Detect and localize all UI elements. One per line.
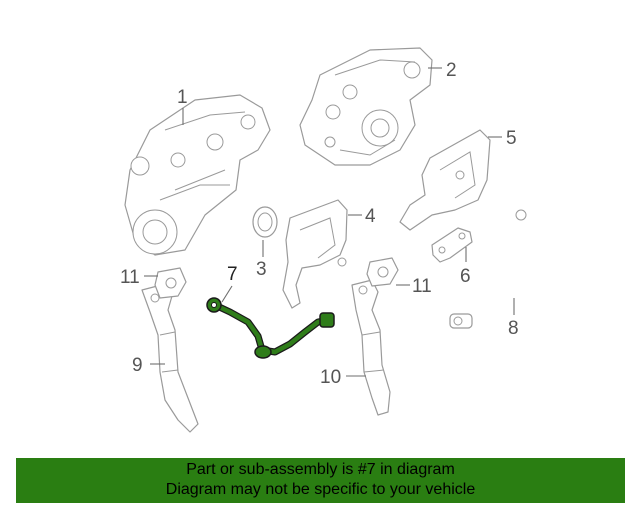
part-5-heat-shield bbox=[399, 129, 491, 231]
part-1-turbocharger bbox=[124, 94, 271, 256]
notice-line-1: Part or sub-assembly is #7 in diagram bbox=[186, 461, 455, 478]
part-10-return-pipe bbox=[351, 279, 391, 416]
part-8-oil-line bbox=[449, 209, 538, 329]
part-11-gasket-right bbox=[366, 257, 399, 287]
callout-1: 1 bbox=[177, 87, 188, 108]
leader-lines bbox=[144, 67, 515, 377]
callout-5: 5 bbox=[506, 128, 517, 149]
part-9-return-pipe bbox=[141, 283, 199, 433]
callout-6: 6 bbox=[460, 266, 471, 287]
notice-line-2: Diagram may not be specific to your vehi… bbox=[165, 481, 476, 498]
part-11-gasket-left bbox=[154, 267, 187, 299]
callout-10: 10 bbox=[320, 367, 341, 388]
callout-8: 8 bbox=[508, 318, 519, 339]
callout-7: 7 bbox=[227, 264, 238, 285]
part-7-oil-line-highlighted bbox=[206, 297, 335, 359]
callout-2: 2 bbox=[446, 60, 457, 81]
callout-11-left: 11 bbox=[120, 267, 140, 288]
parts-diagram: 1 2 3 4 5 6 7 8 9 10 11 11 bbox=[120, 47, 538, 433]
part-3-gasket bbox=[252, 206, 278, 238]
part-4-heat-shield bbox=[282, 199, 348, 309]
part-2-turbocharger bbox=[299, 47, 433, 166]
callout-11-right: 11 bbox=[412, 276, 432, 297]
callout-9: 9 bbox=[132, 355, 143, 376]
part-6-bracket bbox=[431, 227, 473, 263]
diagram-notice-banner: Part or sub-assembly is #7 in diagram Di… bbox=[16, 458, 625, 503]
callout-3: 3 bbox=[256, 259, 267, 280]
callout-4: 4 bbox=[365, 206, 376, 227]
